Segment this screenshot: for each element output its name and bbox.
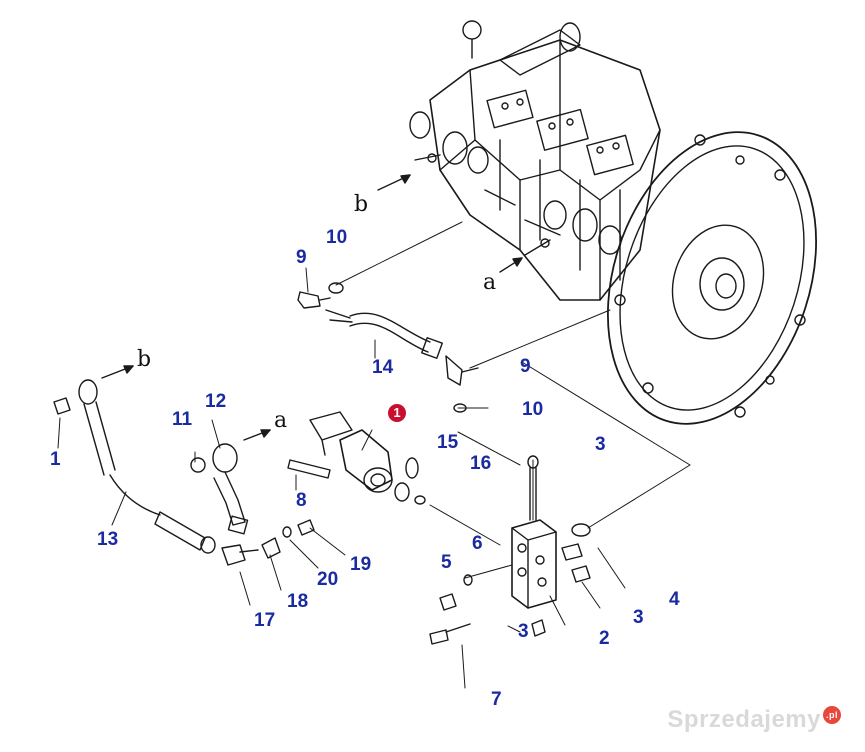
part-ref-10-right: 10: [522, 399, 544, 420]
solenoid-valve: [287, 411, 426, 505]
pointer-arrows: [101, 174, 523, 441]
part-ref-3-lower: 3: [518, 621, 529, 642]
part-ref-12: 12: [205, 391, 227, 412]
part-ref-17: 17: [254, 610, 276, 631]
part-ref-3-right: 3: [633, 607, 644, 628]
part-ref-1: 1: [50, 449, 61, 470]
port-label-a-pump: a: [483, 270, 497, 295]
part-ref-16: 16: [470, 453, 492, 474]
part-ref-18: 18: [287, 591, 309, 612]
part-ref-4: 4: [669, 589, 680, 610]
part-ref-13: 13: [97, 529, 119, 550]
leader-lines: [57, 221, 691, 689]
part-ref-14: 14: [372, 357, 394, 378]
part-ref-11: 11: [172, 409, 193, 430]
small-fittings: [221, 519, 315, 566]
part-ref-3-upper: 3: [595, 434, 606, 455]
callout-badge: 1: [388, 404, 406, 422]
port-label-b-pump: b: [354, 192, 369, 217]
part-ref-7: 7: [491, 689, 502, 710]
part-ref-20: 20: [317, 569, 339, 590]
watermark-text: Sprzedajemy: [667, 706, 821, 733]
part-ref-10-top: 10: [326, 227, 348, 248]
part-ref-15: 15: [437, 432, 459, 453]
part-ref-9-top: 9: [296, 247, 307, 268]
port-label-b-hose: b: [137, 347, 152, 372]
watermark-suffix: .pl: [823, 706, 841, 724]
valve-block: [429, 455, 591, 645]
part-ref-5: 5: [441, 552, 452, 573]
hydraulic-pump: [409, 20, 817, 425]
part-ref-9-right: 9: [520, 356, 531, 377]
hose-13: [53, 379, 216, 554]
watermark-logo: Sprzedajemy.pl: [667, 706, 841, 734]
hose-assembly-14: [297, 282, 479, 413]
port-label-a-fitting: a: [274, 408, 288, 433]
part-ref-2: 2: [599, 628, 610, 649]
part-ref-19: 19: [350, 554, 372, 575]
part-ref-8: 8: [296, 490, 307, 511]
part-ref-6: 6: [472, 533, 483, 554]
fitting-12: [190, 443, 249, 535]
